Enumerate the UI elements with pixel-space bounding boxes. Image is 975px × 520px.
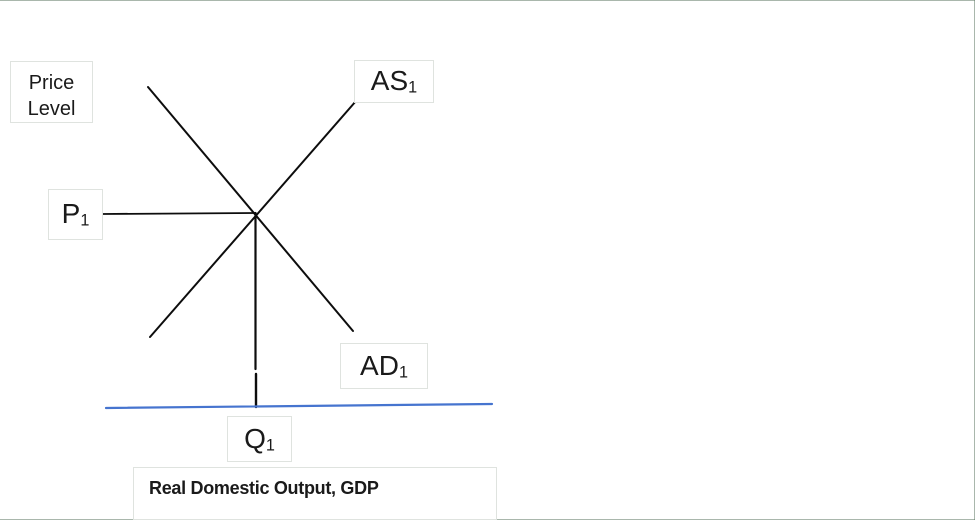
- ad1-label: AD1: [360, 349, 408, 382]
- as1-label-subscript: 1: [408, 78, 418, 97]
- y-axis-title-line1: Price: [28, 72, 75, 94]
- ad1-label-box: AD1: [340, 343, 428, 389]
- as1-label-base: AS: [370, 65, 409, 97]
- q1-label-box: Q1: [227, 416, 292, 462]
- p1-label-subscript: 1: [80, 211, 90, 230]
- q1-label: Q1: [244, 422, 275, 455]
- x-axis-title: Real Domestic Output, GDP: [149, 478, 379, 498]
- p1-label: P1: [62, 200, 90, 229]
- as-curve: [149, 100, 357, 338]
- x-axis-title-box: Real Domestic Output, GDP: [133, 467, 497, 520]
- top-edge-line: [0, 0, 975, 1]
- x-axis-line: [104, 402, 494, 410]
- p1-label-box: P1: [48, 189, 103, 240]
- as1-label-box: AS1: [354, 60, 434, 103]
- p1-label-base: P: [61, 198, 81, 230]
- y-axis-title-box: Price Level: [10, 61, 93, 123]
- q1-label-subscript: 1: [265, 436, 275, 455]
- price-guide-line: [102, 212, 256, 215]
- q1-label-base: Q: [244, 422, 266, 454]
- ad-curve: [147, 86, 354, 332]
- y-axis-title-line2: Level: [27, 98, 76, 120]
- ad1-label-base: AD: [360, 349, 399, 381]
- as1-label: AS1: [371, 67, 417, 96]
- ad1-label-subscript: 1: [398, 363, 408, 382]
